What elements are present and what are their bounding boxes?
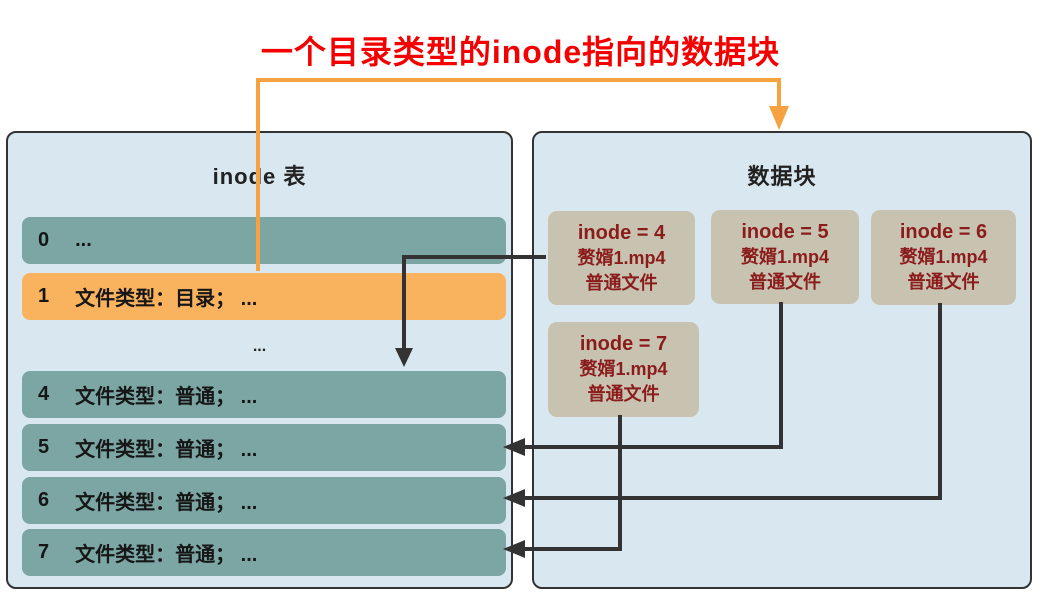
orange-arrowhead-down-icon bbox=[769, 106, 789, 130]
inode-row-0-id: 0 bbox=[38, 229, 50, 251]
data-block-panel: 数据块 inode = 4 赘婿1.mp4 普通文件 inode = 5 赘婿1… bbox=[532, 131, 1032, 589]
inode-row-1-id: 1 bbox=[38, 285, 50, 307]
entry-inode7-filename: 赘婿1.mp4 bbox=[579, 359, 668, 379]
data-block-entry-inode4: inode = 4 赘婿1.mp4 普通文件 bbox=[548, 211, 695, 305]
data-block-entry-inode7: inode = 7 赘婿1.mp4 普通文件 bbox=[548, 322, 699, 417]
data-block-entry-inode6: inode = 6 赘婿1.mp4 普通文件 bbox=[871, 210, 1016, 305]
entry-inode4-filetype: 普通文件 bbox=[585, 272, 658, 293]
inode-row-0-text: ... bbox=[75, 229, 92, 251]
inode-row-6-text: 文件类型：普通； ... bbox=[75, 492, 258, 514]
entry-inode6-filename: 赘婿1.mp4 bbox=[899, 247, 988, 267]
inode-row-1-text: 文件类型：目录； ... bbox=[75, 288, 258, 310]
data-block-header: 数据块 bbox=[747, 164, 817, 189]
inode-row-6: 6 文件类型：普通； ... bbox=[22, 477, 506, 524]
entry-inode5-filetype: 普通文件 bbox=[749, 271, 821, 292]
data-block-entry-inode5: inode = 5 赘婿1.mp4 普通文件 bbox=[711, 210, 859, 304]
inode-row-4: 4 文件类型：普通； ... bbox=[22, 371, 506, 418]
inode-table-panel: inode 表 0 ... 1 文件类型：目录； ... ... 4 文件类型：… bbox=[6, 131, 513, 589]
entry-inode4-id: inode = 4 bbox=[577, 221, 666, 244]
inode-row-6-id: 6 bbox=[38, 489, 50, 511]
inode-row-5-text: 文件类型：普通； ... bbox=[75, 439, 258, 461]
inode-row-5: 5 文件类型：普通； ... bbox=[22, 424, 506, 471]
inode-row-4-id: 4 bbox=[38, 383, 50, 405]
diagram-title: 一个目录类型的inode指向的数据块 bbox=[260, 34, 781, 70]
inode-row-7-id: 7 bbox=[38, 541, 50, 563]
entry-inode7-id: inode = 7 bbox=[579, 333, 668, 355]
inode-row-4-text: 文件类型：普通； ... bbox=[75, 386, 258, 408]
entry-inode6-id: inode = 6 bbox=[899, 221, 988, 243]
inode-row-0: 0 ... bbox=[22, 217, 506, 264]
inode-row-7-text: 文件类型：普通； ... bbox=[75, 544, 258, 566]
inode-row-5-id: 5 bbox=[38, 436, 50, 458]
entry-inode5-filename: 赘婿1.mp4 bbox=[740, 246, 830, 267]
inode-table-header: inode 表 bbox=[212, 164, 307, 189]
inode-table-ellipsis: ... bbox=[252, 338, 267, 355]
inode-row-7: 7 文件类型：普通； ... bbox=[22, 529, 506, 576]
entry-inode5-id: inode = 5 bbox=[741, 220, 829, 243]
entry-inode7-filetype: 普通文件 bbox=[587, 384, 660, 404]
entry-inode4-filename: 赘婿1.mp4 bbox=[577, 247, 666, 268]
inode-row-1-directory: 1 文件类型：目录； ... bbox=[22, 273, 506, 320]
entry-inode6-filetype: 普通文件 bbox=[907, 272, 980, 292]
